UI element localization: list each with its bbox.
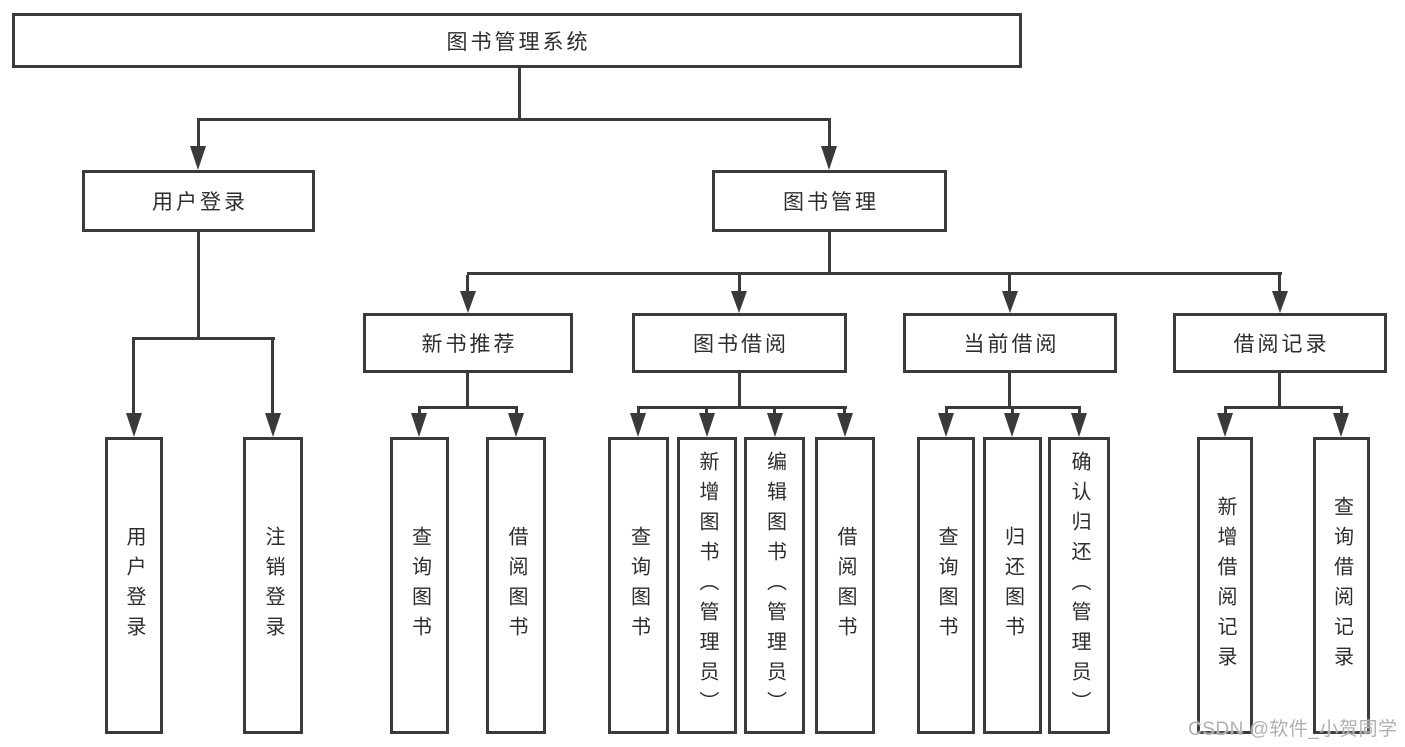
node-new-book-recommend: 新书推荐	[363, 313, 573, 373]
node-current-borrow: 当前借阅	[903, 313, 1117, 373]
connector-br-horizontal	[1224, 406, 1343, 409]
connector-bb-vertical	[738, 373, 741, 409]
arrowhead-down-icon	[731, 291, 747, 313]
connector-user-login-vertical	[197, 232, 200, 340]
connector-nbr-vertical	[466, 373, 469, 409]
leaf-user-login: 用户登录	[105, 437, 163, 734]
node-library-system: 图书管理系统	[12, 13, 1022, 68]
arrowhead-down-icon	[460, 291, 476, 313]
connector-stem-borrow-records	[1278, 275, 1281, 291]
arrowhead-down-icon	[508, 413, 524, 437]
connector-level2-horizontal	[467, 272, 1282, 275]
connector-stem-book-borrow	[738, 275, 741, 291]
arrowhead-down-icon	[938, 413, 954, 437]
connector-book-management-vertical	[828, 232, 831, 275]
connector-stem	[843, 409, 846, 414]
node-book-management: 图书管理	[712, 170, 947, 232]
arrowhead-down-icon	[767, 413, 783, 437]
node-borrow-records: 借阅记录	[1173, 313, 1387, 373]
arrowhead-down-icon	[1217, 413, 1233, 437]
arrowhead-down-icon	[837, 413, 853, 437]
arrowhead-down-icon	[1272, 291, 1288, 313]
connector-stem	[1078, 409, 1081, 414]
leaf-confirm-return-admin: 确认归还（管理员）	[1048, 437, 1110, 734]
connector-stem	[1340, 409, 1343, 414]
leaf-borrow-books-bb: 借阅图书	[815, 437, 875, 734]
connector-root-vertical	[518, 68, 521, 121]
connector-stem	[515, 409, 518, 414]
connector-stem	[945, 409, 948, 414]
arrowhead-down-icon	[265, 413, 281, 437]
arrowhead-down-icon	[126, 413, 142, 437]
connector-bb-horizontal	[637, 406, 847, 409]
arrowhead-down-icon	[699, 413, 715, 437]
node-book-borrow: 图书借阅	[632, 313, 847, 373]
connector-stem-new-book	[466, 275, 469, 291]
arrowhead-down-icon	[1004, 413, 1020, 437]
connector-stem-logout-leaf	[271, 340, 274, 413]
csdn-watermark: CSDN @软件_小贺同学	[1188, 719, 1398, 740]
connector-stem	[705, 409, 708, 414]
connector-stem	[773, 409, 776, 414]
leaf-add-book-admin: 新增图书（管理员）	[677, 437, 737, 734]
connector-stem-login-leaf	[132, 340, 135, 413]
leaf-return-book: 归还图书	[983, 437, 1042, 734]
node-user-login: 用户登录	[82, 170, 315, 232]
arrowhead-down-icon	[1071, 413, 1087, 437]
connector-nbr-horizontal	[418, 406, 518, 409]
leaf-query-books-cb: 查询图书	[917, 437, 975, 734]
connector-stem	[418, 409, 421, 414]
arrowhead-down-icon	[630, 413, 646, 437]
leaf-borrow-books-nbr: 借阅图书	[486, 437, 546, 734]
connector-stem	[1011, 409, 1014, 414]
connector-stem-user-login	[197, 121, 200, 147]
connector-cb-horizontal	[945, 406, 1081, 409]
leaf-logout: 注销登录	[243, 437, 303, 734]
arrowhead-down-icon	[1002, 291, 1018, 313]
leaf-add-borrow-record: 新增借阅记录	[1197, 437, 1253, 734]
arrowhead-down-icon	[190, 146, 206, 170]
arrowhead-down-icon	[1333, 413, 1349, 437]
connector-level1-horizontal	[197, 118, 831, 121]
arrowhead-down-icon	[821, 146, 837, 170]
leaf-edit-book-admin: 编辑图书（管理员）	[744, 437, 805, 734]
arrowhead-down-icon	[411, 413, 427, 437]
leaf-query-books-nbr: 查询图书	[390, 437, 449, 734]
connector-stem	[1224, 409, 1227, 414]
leaf-query-books-bb: 查询图书	[608, 437, 669, 734]
leaf-query-borrow-record: 查询借阅记录	[1313, 437, 1370, 734]
connector-stem	[637, 409, 640, 414]
connector-stem-current-borrow	[1008, 275, 1011, 291]
connector-cb-vertical	[1008, 373, 1011, 409]
connector-br-vertical	[1278, 373, 1281, 409]
connector-user-login-horizontal	[132, 337, 275, 340]
connector-stem-book-management	[828, 121, 831, 147]
